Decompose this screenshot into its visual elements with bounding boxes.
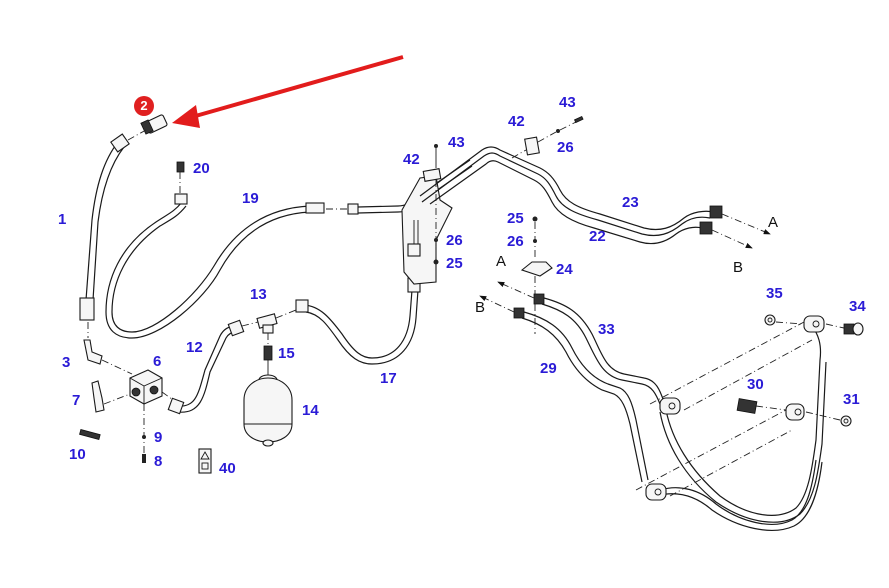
hose-19[interactable]	[105, 201, 359, 339]
part-40-decal[interactable]	[198, 448, 212, 474]
part-label-30[interactable]: 30	[747, 376, 764, 393]
pipe-12[interactable]	[167, 319, 259, 415]
hose-loop-lower	[655, 325, 827, 531]
eye-fitting-center[interactable]	[785, 403, 805, 421]
connection-arrow-a-right	[721, 213, 771, 235]
part-30-bolt[interactable]	[736, 398, 758, 414]
highlight-arrow	[172, 55, 404, 128]
part-label-14[interactable]: 14	[302, 402, 319, 419]
eye-fitting-lower[interactable]	[645, 483, 667, 501]
part-label-25-upper[interactable]: 25	[507, 210, 524, 227]
part-label-43-clip[interactable]: 43	[559, 94, 576, 111]
hose-17[interactable]	[295, 277, 421, 365]
connection-label-a-right: A	[768, 214, 779, 231]
part-label-26-clip[interactable]: 26	[507, 233, 524, 250]
part-24-clip[interactable]	[520, 216, 553, 335]
part-label-26-bracket[interactable]: 26	[446, 232, 463, 249]
part-label-29[interactable]: 29	[540, 360, 557, 377]
part-42-bracket-left[interactable]	[401, 144, 453, 285]
part-label-7[interactable]: 7	[72, 392, 81, 409]
part-label-8[interactable]: 8	[154, 453, 163, 470]
connection-label-b-right: B	[733, 259, 744, 276]
pipe-22-nut	[699, 221, 713, 235]
part-31-nut[interactable]	[840, 415, 852, 427]
part-label-42-bracket[interactable]: 42	[403, 151, 420, 168]
part-13-tee[interactable]	[256, 309, 297, 345]
part-label-22[interactable]: 22	[589, 228, 606, 245]
part-7-lever[interactable]	[91, 380, 131, 413]
part-9-washer[interactable]	[142, 435, 146, 439]
part-6-valve-block[interactable]	[129, 369, 177, 460]
part-label-12[interactable]: 12	[186, 339, 203, 356]
hose-29[interactable]	[479, 295, 649, 483]
part-label-31[interactable]: 31	[843, 391, 860, 408]
part-20-fitting[interactable]	[174, 161, 188, 205]
part-34-bolt[interactable]	[843, 322, 864, 336]
part-label-24[interactable]: 24	[556, 261, 573, 278]
part-label-40[interactable]: 40	[219, 460, 236, 477]
pipe-23-nut	[709, 205, 723, 219]
part-2-fitting[interactable]	[140, 114, 168, 135]
part-label-35[interactable]: 35	[766, 285, 783, 302]
highlight-badge-part-2[interactable]: 2	[134, 96, 154, 116]
assembly-lines	[635, 321, 845, 497]
part-label-1[interactable]: 1	[58, 211, 67, 228]
eye-fitting-mid[interactable]	[659, 397, 681, 415]
part-14-accumulator[interactable]	[243, 374, 293, 447]
pipe-22[interactable]	[429, 160, 703, 245]
part-label-9[interactable]: 9	[154, 429, 163, 446]
part-label-33[interactable]: 33	[598, 321, 615, 338]
part-label-19[interactable]: 19	[242, 190, 259, 207]
part-10-plate[interactable]	[79, 428, 101, 440]
part-label-43-bracket[interactable]: 43	[448, 134, 465, 151]
part-15-adapter[interactable]	[263, 345, 273, 361]
part-label-23[interactable]: 23	[622, 194, 639, 211]
hose-1[interactable]	[79, 129, 147, 321]
part-label-26-top[interactable]: 26	[557, 139, 574, 156]
part-35-nut[interactable]	[764, 314, 776, 326]
eye-fitting-upper-right[interactable]	[803, 315, 825, 333]
part-label-20[interactable]: 20	[193, 160, 210, 177]
connection-arrow-b-right	[711, 229, 753, 249]
part-label-15[interactable]: 15	[278, 345, 295, 362]
part-label-3[interactable]: 3	[62, 354, 71, 371]
connection-label-a-left: A	[496, 253, 507, 270]
pipe-23[interactable]	[419, 146, 715, 237]
part-label-13[interactable]: 13	[250, 286, 267, 303]
part-42-clip-top[interactable]	[511, 115, 584, 159]
hose-33[interactable]	[497, 281, 665, 405]
part-3-elbow[interactable]	[83, 322, 133, 375]
part-label-10[interactable]: 10	[69, 446, 86, 463]
part-label-25-lower[interactable]: 25	[446, 255, 463, 272]
part-label-42-clip[interactable]: 42	[508, 113, 525, 130]
connection-label-b-left: B	[475, 299, 486, 316]
part-label-17[interactable]: 17	[380, 370, 397, 387]
part-label-34[interactable]: 34	[849, 298, 866, 315]
part-8-screw[interactable]	[142, 454, 146, 463]
part-label-6[interactable]: 6	[153, 353, 162, 370]
